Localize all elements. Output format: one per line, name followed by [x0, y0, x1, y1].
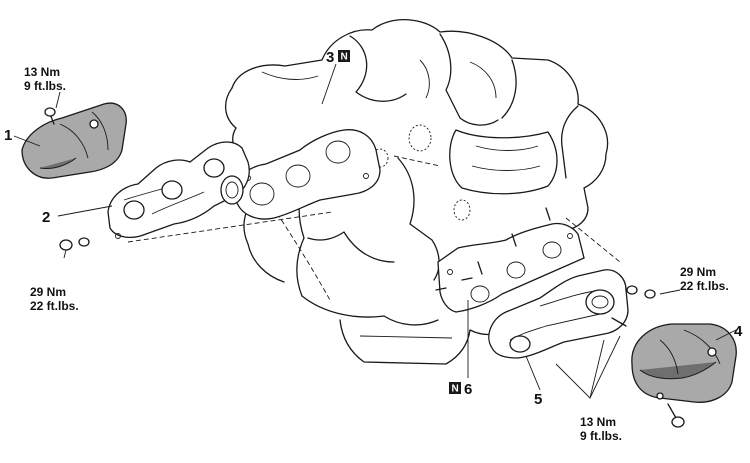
- callout-3: 3: [326, 49, 334, 66]
- callout-4: 4: [734, 323, 743, 340]
- bolt-bottom-right: [667, 403, 685, 428]
- torque-left-nuts-ftlbs: 22 ft.lbs.: [30, 299, 79, 313]
- torque-top-left-nm: 13 Nm: [24, 65, 60, 79]
- badge-gasket-left: N: [338, 50, 350, 63]
- badge-gasket-right: N: [449, 382, 461, 395]
- torque-bottom-right-nm: 13 Nm: [580, 415, 616, 429]
- badge-gasket-left-text: N: [341, 52, 348, 63]
- badge-gasket-right-text: N: [452, 384, 459, 395]
- exhaust-manifold-left: [59, 141, 250, 251]
- leader-lines: [13, 63, 737, 399]
- torque-bottom-right-ftlbs: 9 ft.lbs.: [580, 429, 622, 443]
- heat-protector-right: [631, 323, 737, 403]
- callout-labels: 1 2 3 4 5 6: [4, 49, 743, 408]
- exhaust-manifold-right: [488, 269, 656, 359]
- torque-top-left: 13 Nm 9 ft.lbs.: [24, 65, 66, 93]
- callout-1: 1: [4, 127, 12, 144]
- callout-6: 6: [464, 381, 472, 398]
- callout-5: 5: [534, 391, 542, 408]
- callout-2: 2: [42, 209, 50, 226]
- torque-right-nuts-ftlbs: 22 ft.lbs.: [680, 279, 729, 293]
- torque-left-nuts-nm: 29 Nm: [30, 285, 66, 299]
- torque-right-nuts: 29 Nm 22 ft.lbs.: [680, 265, 729, 293]
- torque-right-nuts-nm: 29 Nm: [680, 265, 716, 279]
- torque-bottom-right: 13 Nm 9 ft.lbs.: [580, 415, 622, 443]
- gasket-right: [435, 207, 585, 313]
- torque-top-left-ftlbs: 9 ft.lbs.: [24, 79, 66, 93]
- heat-protector-left: [21, 102, 127, 179]
- torque-left-nuts: 29 Nm 22 ft.lbs.: [30, 285, 79, 313]
- gasket-left: [235, 129, 381, 220]
